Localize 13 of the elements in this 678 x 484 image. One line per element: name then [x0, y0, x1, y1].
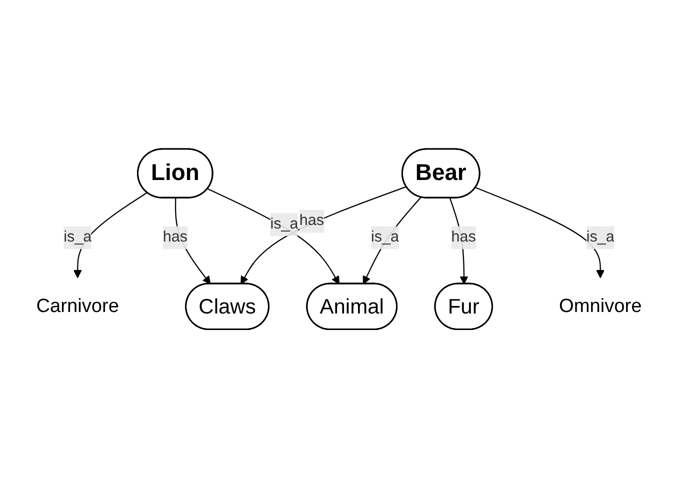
- edge-label: has: [451, 229, 476, 246]
- edge-label: is_a: [586, 229, 614, 246]
- edge-label: is_a: [64, 229, 92, 246]
- edge-label: is_a: [270, 216, 298, 232]
- arrow: [362, 196, 422, 284]
- arrow: [208, 188, 340, 284]
- arrow: [240, 186, 407, 284]
- node-text: Omnivore: [559, 296, 642, 317]
- arrow: [476, 187, 605, 278]
- edge-label: is_a: [371, 229, 400, 246]
- node-text: Carnivore: [36, 296, 119, 317]
- edge-label: has: [162, 229, 188, 246]
- edge-label: has: [299, 212, 324, 229]
